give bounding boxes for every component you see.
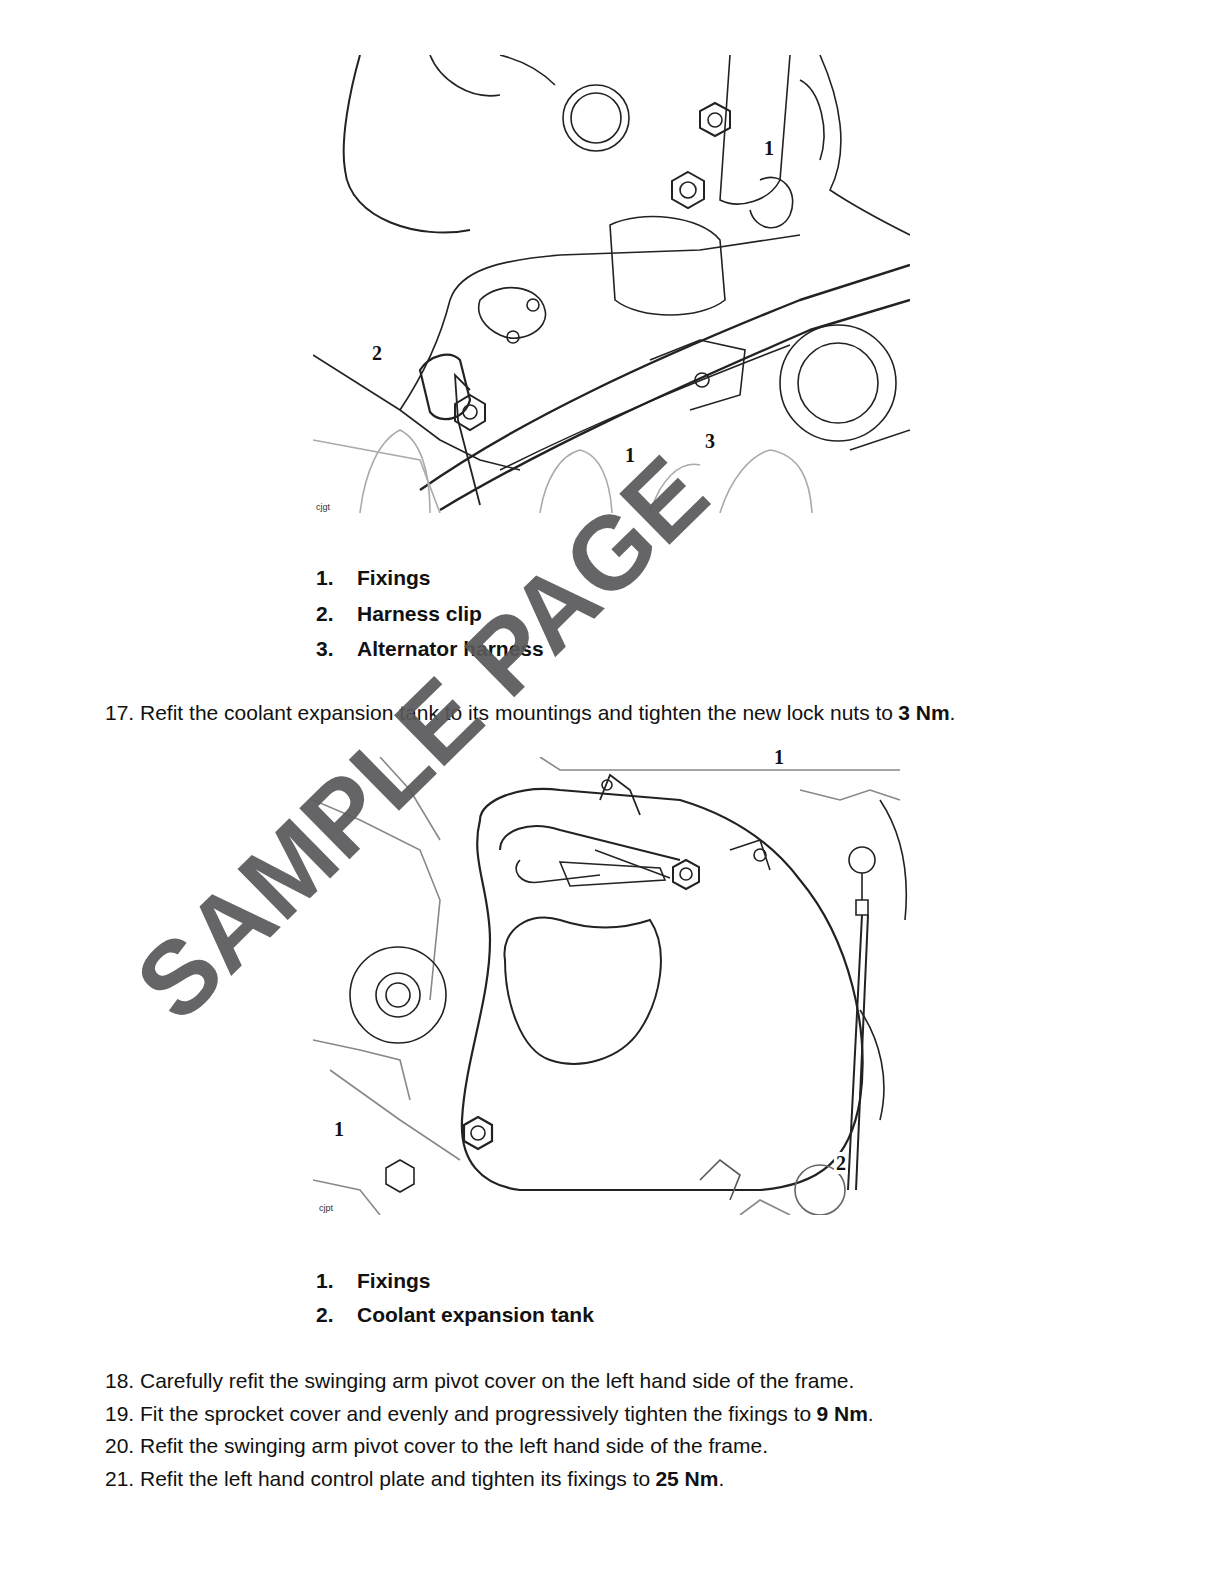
callout-number: 3 xyxy=(703,430,717,452)
legend-number-row: 1. xyxy=(316,1268,334,1294)
step-text: 25 Nm xyxy=(655,1467,718,1490)
legend-number: 1. xyxy=(316,566,334,589)
callout-number-row: 2 xyxy=(370,342,384,364)
figure-code-row: cjpt xyxy=(319,1197,333,1215)
harness-figure xyxy=(313,55,910,513)
legend-number: 2. xyxy=(316,602,334,625)
step-text: . xyxy=(718,1467,724,1490)
callout-number-row: 2 xyxy=(834,1152,848,1174)
legend-number-row: 2. xyxy=(316,601,334,627)
step-text-row: 18. Carefully refit the swinging arm piv… xyxy=(105,1368,854,1394)
legend-number: 2. xyxy=(316,1303,334,1326)
watermark: SAMPLE PAGE xyxy=(116,436,728,1040)
legend-text: Fixings xyxy=(357,1269,431,1292)
callout-number: 1 xyxy=(332,1118,346,1140)
legend-number: 3. xyxy=(316,637,334,660)
step-text: 9 Nm xyxy=(816,1402,867,1425)
callout-number: 2 xyxy=(370,342,384,364)
step-text: 3 Nm xyxy=(898,701,949,724)
legend-number-row: 2. xyxy=(316,1302,334,1328)
legend-text-row: Fixings xyxy=(357,1268,431,1294)
legend-text: Fixings xyxy=(357,566,431,589)
step-text: 21. Refit the left hand control plate an… xyxy=(105,1467,650,1490)
figure-code: cjgt xyxy=(316,502,330,512)
legend-number-row: 3. xyxy=(316,636,334,662)
callout-number-row: 1 xyxy=(332,1118,346,1140)
callout-number: 1 xyxy=(762,137,776,159)
figure-code-row: cjgt xyxy=(316,496,330,514)
step-text: . xyxy=(950,701,956,724)
legend-text-row: Coolant expansion tank xyxy=(357,1302,594,1328)
step-text-row: 20. Refit the swinging arm pivot cover t… xyxy=(105,1433,768,1459)
step-text-row: 21. Refit the left hand control plate an… xyxy=(105,1466,724,1492)
figure-code: cjpt xyxy=(319,1203,333,1213)
legend-text-row: Fixings xyxy=(357,565,431,591)
callout-number-row: 3 xyxy=(703,430,717,452)
step-text: . xyxy=(868,1402,874,1425)
step-text: 20. Refit the swinging arm pivot cover t… xyxy=(105,1434,768,1457)
legend-number: 1. xyxy=(316,1269,334,1292)
step-text: 18. Carefully refit the swinging arm piv… xyxy=(105,1369,854,1392)
callout-number: 2 xyxy=(834,1152,848,1174)
step-text-row: 19. Fit the sprocket cover and evenly an… xyxy=(105,1401,874,1427)
legend-text: Coolant expansion tank xyxy=(357,1303,594,1326)
callout-number-row: 1 xyxy=(762,137,776,159)
step-text: 19. Fit the sprocket cover and evenly an… xyxy=(105,1402,811,1425)
callout-number: 1 xyxy=(772,746,786,768)
legend-number-row: 1. xyxy=(316,565,334,591)
callout-number-row: 1 xyxy=(772,746,786,768)
